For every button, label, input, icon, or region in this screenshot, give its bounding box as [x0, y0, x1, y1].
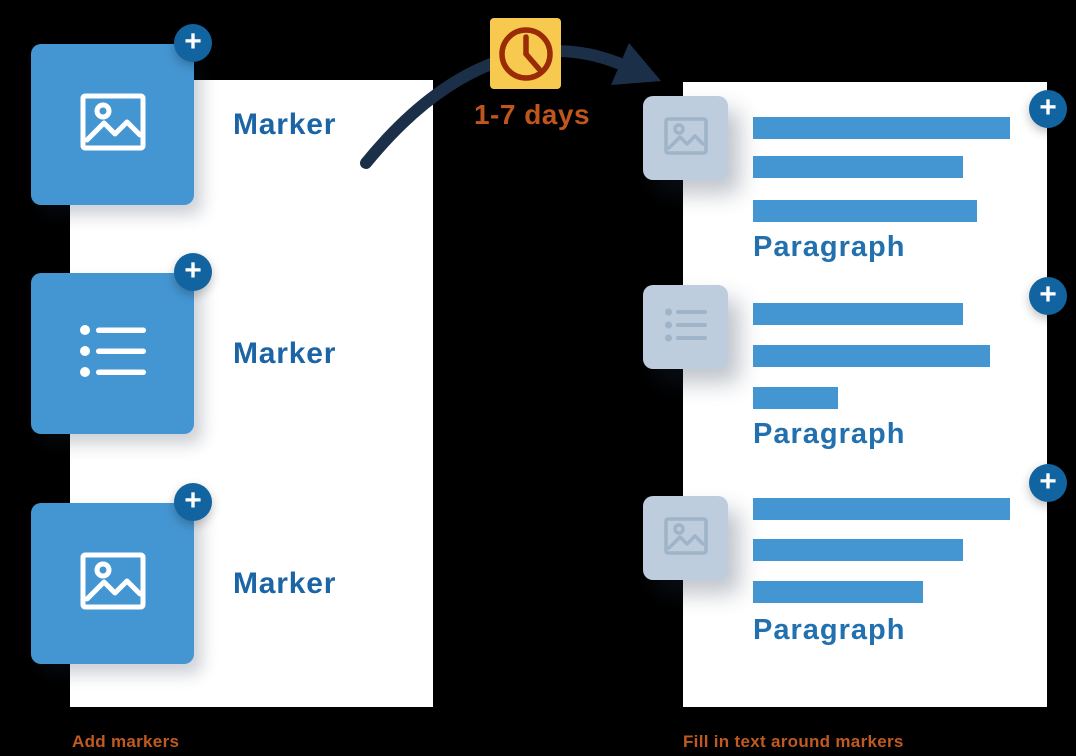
placed-marker-image-1 — [643, 96, 728, 180]
marker-label-3: Marker — [233, 567, 337, 600]
text-line-bar — [753, 117, 1010, 139]
text-line-bar — [753, 539, 963, 561]
add-paragraph-button-3[interactable]: + — [1029, 464, 1067, 502]
list-icon — [664, 308, 707, 347]
placed-marker-list — [643, 285, 728, 369]
add-paragraph-button-1[interactable]: + — [1029, 90, 1067, 128]
text-line-bar — [753, 345, 990, 367]
clock-icon — [490, 18, 561, 89]
placed-marker-image-2 — [643, 496, 728, 580]
add-marker-button-1[interactable]: + — [174, 24, 212, 62]
image-icon — [663, 516, 708, 560]
marker-tile-image-2[interactable] — [31, 503, 194, 664]
paragraph-label-3: Paragraph — [753, 614, 906, 646]
paragraph-label-2: Paragraph — [753, 418, 906, 450]
add-marker-button-3[interactable]: + — [174, 483, 212, 521]
text-line-bar — [753, 387, 838, 409]
image-icon — [80, 93, 146, 156]
image-icon — [663, 116, 708, 160]
text-line-bar — [753, 303, 963, 325]
add-marker-button-2[interactable]: + — [174, 253, 212, 291]
text-line-bar — [753, 156, 963, 178]
duration-label: 1-7 days — [473, 99, 591, 130]
marker-tile-image-1[interactable] — [31, 44, 194, 205]
text-line-bar — [753, 498, 1010, 520]
list-icon — [79, 324, 146, 383]
left-caption: Add markers — [72, 732, 180, 751]
text-line-bar — [753, 581, 923, 603]
add-paragraph-button-2[interactable]: + — [1029, 277, 1067, 315]
right-caption: Fill in text around markers — [683, 732, 904, 751]
marker-tile-list[interactable] — [31, 273, 194, 434]
paragraph-label-1: Paragraph — [753, 231, 906, 263]
marker-label-1: Marker — [233, 108, 337, 141]
image-icon — [80, 552, 146, 615]
text-line-bar — [753, 200, 977, 222]
marker-label-2: Marker — [233, 337, 337, 370]
